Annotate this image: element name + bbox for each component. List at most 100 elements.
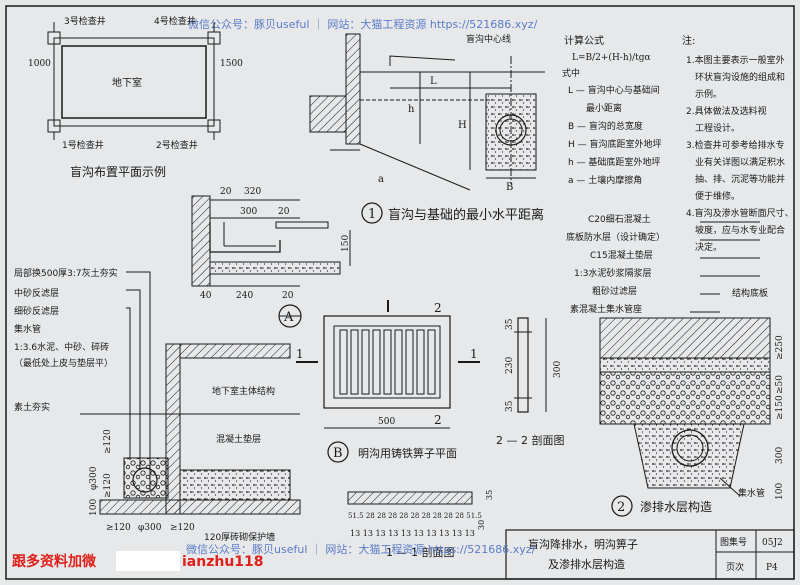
notes-line: 4.盲沟及渗水管断面尺寸、 bbox=[686, 207, 794, 219]
sec11-d35: 35 bbox=[485, 490, 494, 500]
sec22-title: 2 — 2 剖面图 bbox=[496, 433, 565, 447]
detailA-d20a: 20 bbox=[220, 187, 232, 197]
section-layer: 1:3.6水泥、中砂、碎砖 bbox=[14, 341, 109, 353]
section-dim-left: φ300 bbox=[89, 466, 99, 490]
detail-1-drawing: 盲沟中心线 L h H B a 1 盲沟与基础的最小水平距离 bbox=[309, 33, 545, 224]
contact-id: ianzhu118 bbox=[182, 554, 264, 570]
titleblock-page-value: P4 bbox=[766, 563, 778, 573]
detailA-d240: 240 bbox=[236, 291, 253, 301]
notes-line: 业有关详图以满足积水 bbox=[686, 156, 785, 168]
formula-heading: 计算公式 bbox=[564, 34, 604, 47]
section-soil: 素土夯实 bbox=[14, 401, 50, 413]
notes-line: 2.具体做法及选料视 bbox=[686, 105, 767, 117]
detailA-label: A bbox=[283, 310, 294, 325]
notes-line: 决定。 bbox=[686, 241, 722, 253]
sec11-title: 1 — 1 剖面图 bbox=[386, 545, 455, 559]
section-dim-bottom: φ300 bbox=[138, 523, 162, 533]
sec22-d35a: 35 bbox=[505, 318, 515, 330]
grate-title: 明沟用铸铁箅子平面 bbox=[358, 446, 457, 460]
detail-a-drawing: 20 320 300 20 150 40 240 20 A bbox=[191, 187, 351, 328]
sec11-d30: 30 bbox=[477, 520, 486, 530]
notes-line: 便于维修。 bbox=[686, 190, 740, 202]
detail1-a: a bbox=[378, 174, 384, 185]
plan-room-label: 地下室 bbox=[112, 76, 142, 89]
sheet-border bbox=[5, 5, 795, 580]
detailA-d20b: 20 bbox=[278, 207, 290, 217]
watermark-top: 微信公众号：豚贝useful ｜ 网站：大猫工程资源 https://52168… bbox=[188, 17, 538, 31]
formula-item: h — 基础底距室外地坪 bbox=[568, 156, 660, 168]
section-layer: 局部换500厚3:7灰土夯实 bbox=[14, 267, 118, 279]
detail2-dim: 300 bbox=[775, 447, 785, 464]
formula-item: L — 盲沟中心与基础间 bbox=[568, 84, 660, 96]
formula-block: 计算公式 L=B/2+(H-h)/tgα 式中 L — 盲沟中心与基础间 最小距… bbox=[562, 34, 662, 186]
section-layer: 中砂反滤层 bbox=[14, 287, 59, 299]
title-block: 盲沟降排水，明沟箅子 及渗排水层构造 图集号 05J2 页次 P4 bbox=[505, 529, 795, 580]
grate-label: B bbox=[333, 446, 343, 461]
plan-dim-right: 1500 bbox=[220, 59, 243, 69]
section-dim-left: ≥120 bbox=[103, 429, 113, 454]
detail2-layer: 1:3水泥砂浆隔浆层 bbox=[574, 267, 652, 279]
detailA-d320: 320 bbox=[244, 187, 261, 197]
formula-item: 最小距离 bbox=[568, 102, 622, 114]
section-layer: （最低处上皮与垫层平） bbox=[14, 357, 113, 369]
detail2-layer: C15混凝土垫层 bbox=[590, 249, 653, 261]
detail1-L: L bbox=[430, 76, 437, 87]
section-2-2: 35 230 35 300 2 — 2 剖面图 bbox=[496, 317, 565, 447]
plan-dim-left: 1000 bbox=[28, 59, 51, 69]
detail2-layer: 素混凝土集水管座 bbox=[570, 303, 642, 315]
sec22-d300: 300 bbox=[553, 361, 563, 378]
plan-well-4: 4号检查井 bbox=[154, 15, 196, 27]
section-cushion: 混凝土垫层 bbox=[216, 433, 261, 445]
plan-well-3: 3号检查井 bbox=[64, 15, 106, 27]
titleblock-title2: 及渗排水层构造 bbox=[548, 557, 625, 571]
detailA-d150: 150 bbox=[341, 235, 351, 252]
detailA-d40: 40 bbox=[200, 291, 212, 301]
plan-well-1: 1号检查井 bbox=[62, 139, 104, 151]
formula-item: H — 盲沟底距室外地坪 bbox=[568, 138, 662, 150]
grate-mark-2: 2 bbox=[434, 301, 442, 315]
section-dim-bottom: ≥120 bbox=[170, 523, 195, 533]
titleblock-title1: 盲沟降排水，明沟箅子 bbox=[528, 537, 638, 551]
plan-caption: 盲沟布置平面示例 bbox=[70, 164, 166, 179]
titleblock-page-label: 页次 bbox=[726, 561, 744, 573]
grate-mark-1: 1 bbox=[296, 347, 304, 361]
sec22-d35b: 35 bbox=[505, 400, 515, 412]
sec22-d230: 230 bbox=[505, 357, 515, 374]
detail1-h: h bbox=[408, 104, 415, 115]
notes-line: 示例。 bbox=[686, 88, 722, 100]
grate-mark-1: 1 bbox=[470, 347, 478, 361]
notes-line: 1.本图主要表示一般室外 bbox=[686, 54, 785, 66]
plan-well-2: 2号检查井 bbox=[156, 139, 198, 151]
formula-where: 式中 bbox=[562, 67, 580, 79]
detail2-layer: 底板防水层（设计确定） bbox=[566, 231, 665, 243]
detailA-d300: 300 bbox=[240, 207, 257, 217]
detail2-num: 2 bbox=[617, 500, 625, 515]
section-dim-left: 100 bbox=[89, 499, 99, 516]
sec11-top: 51.5 28 28 28 28 28 28 28 28 28 51.5 bbox=[348, 512, 482, 520]
blind-ditch-section: 局部换500厚3:7灰土夯实 中砂反滤层 细砂反滤层 集水管 1:3.6水泥、中… bbox=[14, 267, 301, 543]
detail2-pipe: 集水管 bbox=[738, 487, 765, 499]
section-wall: 地下室主体结构 bbox=[212, 385, 275, 397]
titleblock-set-label: 图集号 bbox=[720, 536, 747, 548]
detail1-title: 盲沟与基础的最小水平距离 bbox=[388, 207, 544, 223]
detail-2-drawing: C20细石混凝土 底板防水层（设计确定） C15混凝土垫层 1:3水泥砂浆隔浆层… bbox=[566, 213, 785, 517]
detail2-layer: 粗砂过滤层 bbox=[592, 285, 637, 297]
detail2-dim: ≥150 bbox=[775, 395, 785, 420]
grate-d500: 500 bbox=[378, 417, 395, 427]
detail1-num: 1 bbox=[368, 207, 376, 222]
notes-line: 环状盲沟设施的组成和 bbox=[686, 71, 785, 83]
section-layer: 集水管 bbox=[14, 323, 41, 335]
notes-line: 坡度，应与水专业配合 bbox=[686, 224, 785, 236]
grate-plan: 1 1 2 2 500 B 明沟用铸铁箅子平面 bbox=[296, 300, 480, 463]
detail2-dim: 100 bbox=[775, 483, 785, 500]
watermark-bottom: 微信公众号：豚贝useful ｜ 网站：大猫工程资源 https://52168… bbox=[186, 542, 536, 556]
formula-item: a — 土壤内摩擦角 bbox=[568, 174, 642, 186]
detail1-H: H bbox=[458, 120, 467, 131]
detail1-B: B bbox=[506, 182, 513, 193]
notes-heading: 注: bbox=[682, 34, 695, 47]
detail2-dim: ≥250 bbox=[775, 335, 785, 360]
detail2-struct: 结构底板 bbox=[732, 287, 768, 299]
section-dim-bottom: ≥120 bbox=[106, 523, 131, 533]
detail2-layer: C20细石混凝土 bbox=[588, 213, 651, 225]
